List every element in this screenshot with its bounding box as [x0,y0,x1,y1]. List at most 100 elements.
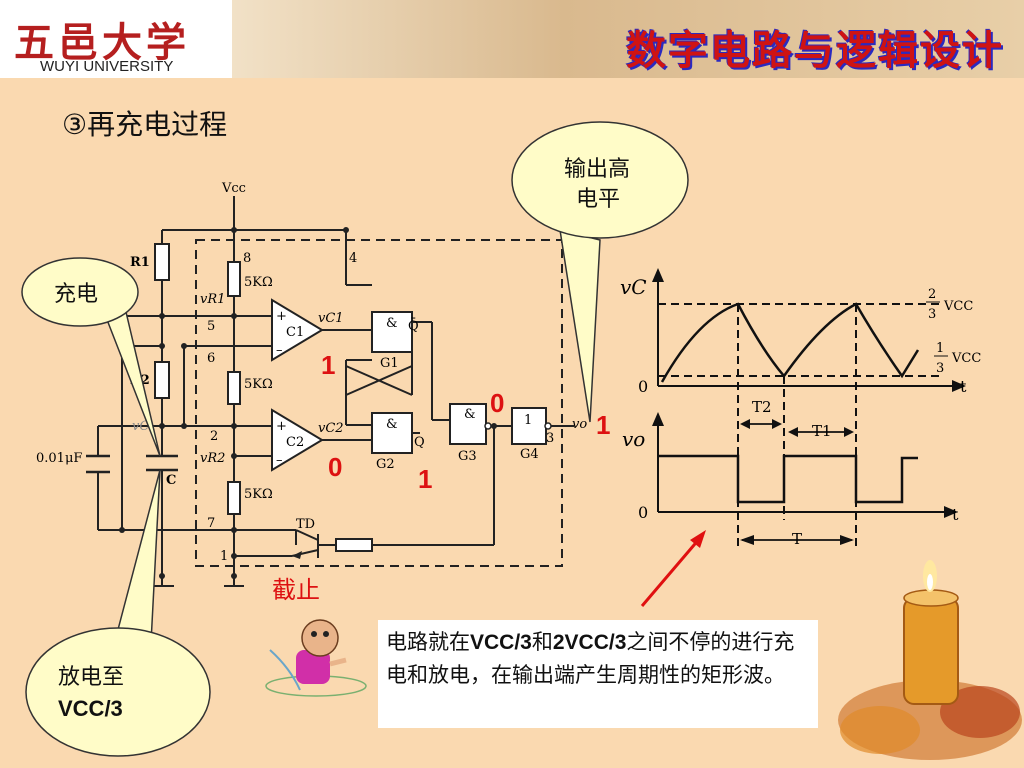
res-value-3: 5KΩ [244,487,273,502]
qbar-label: Q̄ [408,318,419,334]
output-high-text-1: 输出高 [564,157,630,182]
g2-label: G2 [376,457,395,472]
wave-zero-2: 0 [638,503,648,522]
pin-6: 6 [207,351,215,366]
gate-g4 [511,407,547,445]
bottom-note-2vcc3: 2VCC/3 [552,631,627,654]
output-high-callout: 输出高 电平 [511,121,689,423]
vr1-label: vR1 [200,292,225,307]
capacitor-c [146,454,178,472]
vc1-label: vC1 [318,311,344,326]
one-third-vcc: VCC [951,351,981,366]
pin-5: 5 [207,319,215,334]
r1-label: R1 [130,255,150,270]
td-label: TD [296,517,315,532]
state-q: 1 [418,464,432,494]
vr2-label: vR2 [200,451,225,466]
bottom-note-vcc3: VCC/3 [470,631,532,654]
discharge-text-1: 放电至 [58,665,124,690]
vc2-label: vC2 [318,421,344,436]
wave-zero-1: 0 [638,377,648,396]
cutoff-label: 截止 [272,576,320,604]
resistor-r1 [154,243,170,281]
pin-7: 7 [207,516,215,531]
c-label: C [166,473,176,488]
logo-english: WUYI UNIVERSITY [40,58,174,75]
internal-resistor-2 [227,371,241,405]
logo-chinese: 五邑大学 [14,19,190,66]
vcc-label: Vcc [221,181,246,196]
gate-g1 [371,311,413,353]
g4-one: 1 [524,413,532,428]
vo-waveform [658,454,918,504]
state-g2: 0 [328,452,342,482]
comparator-c1 [271,298,324,362]
comp2-plus: + [276,419,287,434]
bottom-note-part3: 之间不停的进行充电和放电，在输出端产生周期性的矩形波。 [386,630,795,687]
pin-8: 8 [243,251,251,266]
two-thirds-vcc: VCC [943,299,973,314]
one-third-den: 3 [936,361,944,376]
resistor-r2 [154,361,170,399]
wave-vo-label: vo [622,427,645,451]
res-value-1: 5KΩ [244,275,273,290]
charge-text: 充电 [54,282,98,307]
pin-1: 1 [220,549,228,564]
comp1-plus: + [276,309,287,324]
g3-label: G3 [458,449,477,464]
output-high-text-2: 电平 [576,187,620,212]
two-thirds-den: 3 [928,307,936,322]
capacitor-control [86,454,110,474]
pin-3: 3 [546,431,554,446]
g1-and: & [386,316,398,331]
t1-label: T1 [812,422,832,440]
one-third-num: 1 [936,341,944,356]
bottom-note: 电路就在VCC/3和2VCC/3之间不停的进行充电和放电，在输出端产生周期性的矩… [386,626,814,691]
g2-and: & [386,417,398,432]
g1-label: G1 [380,356,399,371]
charge-callout: 充电 [21,257,161,457]
g4-label: G4 [520,447,539,462]
gate-g2 [371,412,413,454]
vo-label: vo [572,417,587,432]
header-banner: 五邑大学 WUYI UNIVERSITY 数字电路与逻辑设计 [0,0,1024,78]
wave-vc-label: vC [620,275,647,299]
comp2-label: C2 [286,435,304,450]
res-value-2: 5KΩ [244,377,273,392]
internal-resistor-1 [227,261,241,297]
wave-t-1: t [960,377,967,396]
comp2-minus: – [276,453,283,468]
discharge-callout: 放电至 VCC/3 [25,469,211,757]
wave-t-2: t [952,505,959,524]
t2-label: T2 [752,398,772,416]
comp1-label: C1 [286,325,304,340]
vc-hidden-label: vC [132,419,149,434]
pointer-arrow [640,537,702,607]
internal-resistor-3 [227,481,241,515]
state-g1: 1 [321,350,335,380]
g3-and: & [464,407,476,422]
candle-illustration [838,560,1022,760]
chip-boundary [195,239,563,567]
t-label: T [792,530,802,548]
cartoon-figure [265,619,367,697]
base-resistor [335,538,373,552]
comparator-c2 [271,408,324,472]
section-title: ③再充电过程 [62,108,228,141]
q-label: Q [414,435,425,450]
bottom-note-part2: 和 [531,630,553,654]
cap-value: 0.01μF [36,451,82,466]
bottom-note-box: 电路就在VCC/3和2VCC/3之间不停的进行充电和放电，在输出端产生周期性的矩… [378,620,818,728]
state-g3: 0 [490,388,504,418]
discharge-text-2: VCC/3 [58,696,123,721]
pin-2: 2 [210,429,218,444]
pin-4: 4 [349,251,357,266]
course-title: 数字电路与逻辑设计 [626,28,1004,74]
bottom-note-part1: 电路就在 [386,630,470,654]
university-logo: 五邑大学 WUYI UNIVERSITY [0,0,232,78]
comp1-minus: – [276,343,283,358]
vc-waveform [660,302,920,383]
state-out: 1 [596,410,610,440]
two-thirds-num: 2 [928,287,936,302]
